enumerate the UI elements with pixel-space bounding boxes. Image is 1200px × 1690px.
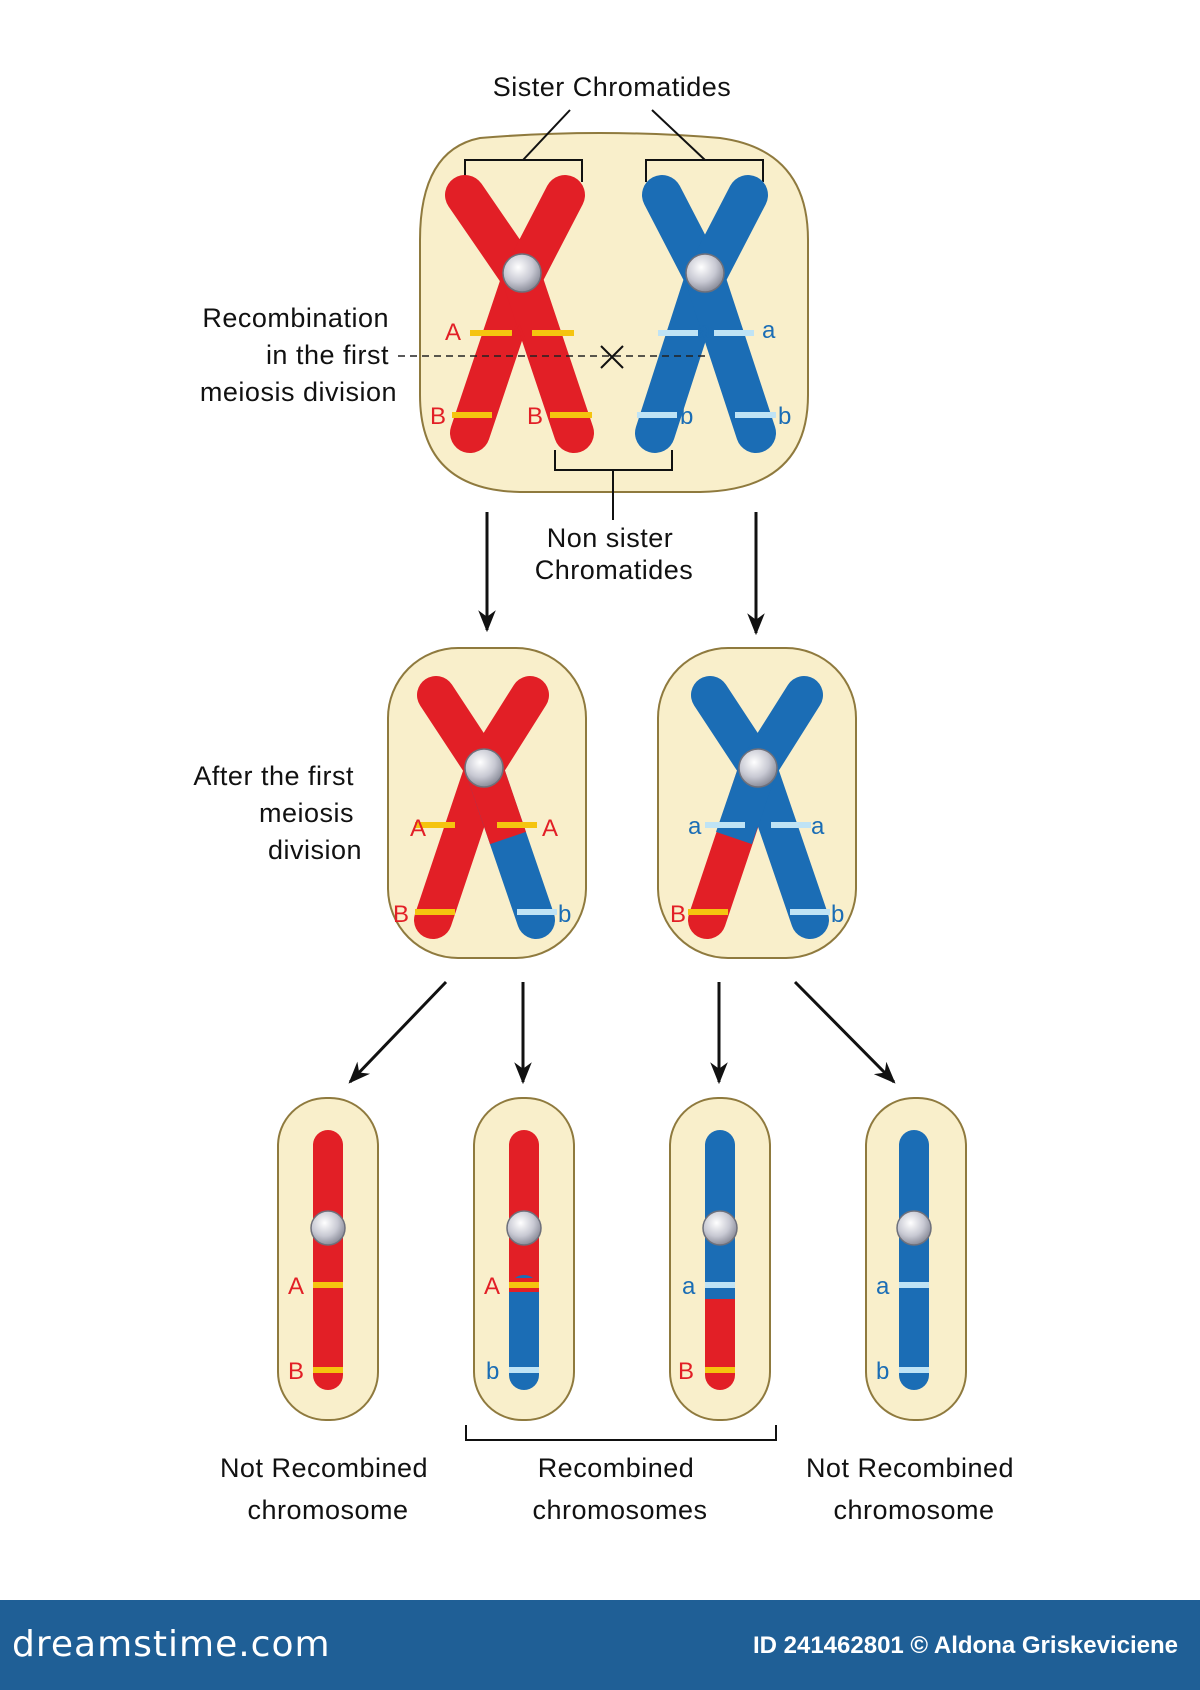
middle-left-bands xyxy=(415,822,557,915)
centromere-icon xyxy=(506,1210,542,1246)
top-cell xyxy=(419,132,809,493)
gene-label-A: A xyxy=(484,1273,500,1300)
gene-label-A: A xyxy=(445,319,461,346)
dreamstime-logo: dreamstime.com xyxy=(12,1624,331,1665)
recombination-label-line-3: meiosis division xyxy=(200,377,397,407)
image-credit: ID 241462801 © Aldona Griskeviciene xyxy=(752,1632,1178,1659)
gene-label-a: a xyxy=(811,813,825,840)
centromere-icon xyxy=(685,253,725,293)
non-sister-label-line-2: Chromatides xyxy=(535,555,694,585)
blue-chromosome-top-bands xyxy=(637,330,776,418)
result-right-label-line-1: Not Recombined xyxy=(806,1453,1014,1483)
chromatid-not-recombined-blue xyxy=(899,1130,929,1390)
centromere-icon xyxy=(702,1210,738,1246)
sister-chromatides-label: Sister Chromatides xyxy=(493,72,732,102)
gene-label-B: B xyxy=(393,901,409,928)
gene-label-A: A xyxy=(288,1273,304,1300)
recombined-bracket xyxy=(465,1425,777,1441)
result-left-label-line-2: chromosome xyxy=(247,1495,408,1525)
gene-label-a: a xyxy=(688,813,702,840)
recombination-label-line-1: Recombination xyxy=(202,303,389,333)
gene-label-B: B xyxy=(527,403,543,430)
middle-right-bands xyxy=(688,822,830,915)
result-right-label: Not Recombined chromosome xyxy=(806,1453,1022,1525)
arrow-down-left-icon xyxy=(348,980,448,1084)
chromatid-not-recombined-red xyxy=(313,1130,343,1390)
centromere-icon xyxy=(896,1210,932,1246)
after-first-label: After the first meiosis division xyxy=(193,761,362,865)
non-sister-label: Non sister Chromatides xyxy=(535,523,694,585)
centromere-icon xyxy=(464,748,504,788)
gene-label-a: a xyxy=(682,1273,696,1300)
gene-label-b: b xyxy=(778,403,791,430)
gene-label-b: b xyxy=(486,1358,499,1385)
gene-label-b: b xyxy=(680,403,693,430)
gene-label-a: a xyxy=(762,317,776,344)
gene-label-b: b xyxy=(558,901,571,928)
chromatid-recombined-blue-red xyxy=(705,1130,735,1390)
gene-label-B: B xyxy=(678,1358,694,1385)
result-mid-label-line-1: Recombined xyxy=(538,1453,695,1483)
crossover-icon xyxy=(600,345,624,369)
gene-label-b: b xyxy=(831,901,844,928)
meiosis-recombination-diagram: Sister Chromatides A A B B a a b xyxy=(193,72,1022,1525)
gene-label-a: a xyxy=(876,1273,890,1300)
gene-label-B: B xyxy=(430,403,446,430)
red-chromosome-top-bands xyxy=(452,330,592,418)
result-left-label: Not Recombined chromosome xyxy=(220,1453,436,1525)
after-first-label-line-3: division xyxy=(268,835,362,865)
sister-bracket-right xyxy=(645,109,764,182)
gene-label-A: A xyxy=(410,815,426,842)
non-sister-bracket xyxy=(554,450,673,520)
arrow-down-right-icon xyxy=(793,980,896,1084)
result-mid-label: Recombined chromosomes xyxy=(532,1453,707,1525)
after-first-label-line-1: After the first xyxy=(193,761,354,791)
centromere-icon xyxy=(310,1210,346,1246)
non-sister-label-line-1: Non sister xyxy=(547,523,674,553)
centromere-icon xyxy=(502,253,542,293)
gene-label-b: b xyxy=(876,1358,889,1385)
gene-label-A: A xyxy=(510,319,526,346)
chromatid-recombined-red-blue xyxy=(509,1130,539,1390)
after-first-label-line-2: meiosis xyxy=(259,798,354,828)
recombination-label-line-2: in the first xyxy=(266,340,389,370)
result-mid-label-line-2: chromosomes xyxy=(532,1495,707,1525)
gene-label-A: A xyxy=(542,815,558,842)
sister-bracket-left xyxy=(464,109,583,182)
result-right-label-line-2: chromosome xyxy=(833,1495,994,1525)
recombination-label: Recombination in the first meiosis divis… xyxy=(200,303,397,407)
watermark-footer: dreamstime.com ID 241462801 © Aldona Gri… xyxy=(0,1600,1200,1690)
result-left-label-line-1: Not Recombined xyxy=(220,1453,428,1483)
gene-label-B: B xyxy=(670,901,686,928)
gene-label-a: a xyxy=(697,317,711,344)
centromere-icon xyxy=(738,748,778,788)
gene-label-B: B xyxy=(288,1358,304,1385)
